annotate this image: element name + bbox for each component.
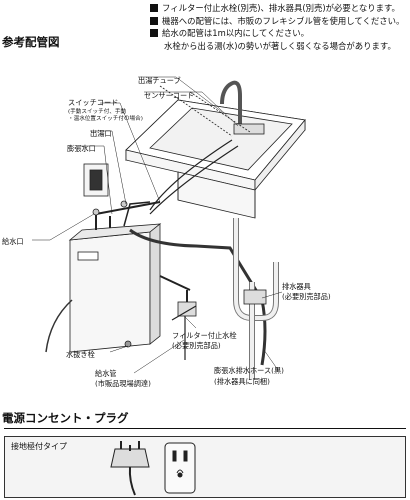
label-hot-outlet: 出湯口 bbox=[90, 129, 112, 138]
section-divider bbox=[4, 428, 406, 429]
label-supply-pipe: 給水管 bbox=[95, 369, 117, 378]
label-outlet-tube: 出湯チューブ bbox=[138, 76, 181, 85]
drain-trap bbox=[233, 218, 279, 380]
sink-illustration bbox=[125, 99, 306, 219]
wall-switch-box bbox=[83, 163, 109, 197]
label-water-inlet: 給水口 bbox=[2, 237, 24, 246]
label-overflow-hose: 膨張水排水ホース(黒) bbox=[214, 366, 284, 375]
label-switch-cord: スイッチコード bbox=[68, 98, 118, 107]
bullet-square-icon bbox=[150, 4, 158, 12]
power-illustration bbox=[110, 441, 196, 496]
leader-lines bbox=[32, 76, 283, 374]
filter-valve bbox=[171, 290, 197, 360]
label-drain-fitting-note: (必要別売部品) bbox=[282, 292, 331, 301]
label-filter-valve: フィルター付止水栓 bbox=[172, 331, 237, 340]
label-switch-cord-note2: ・温水位置スイッチ付の場合) bbox=[68, 114, 143, 122]
power-panel: 接地極付タイプ bbox=[4, 436, 406, 498]
note-item: 機器への配管には、市販のフレキシブル管を使用してください。 bbox=[150, 15, 408, 28]
outlet-icon bbox=[164, 442, 196, 494]
section-title-power: 電源コンセント・プラグ bbox=[2, 411, 129, 425]
faucet-illustration bbox=[220, 80, 265, 135]
note-item: 水栓から出る湯(水)の勢いが著しく弱くなる場合があります。 bbox=[164, 40, 396, 51]
label-drain-plug: 水抜き栓 bbox=[66, 350, 95, 359]
heater-cord bbox=[45, 299, 73, 353]
label-overflow-hose-note: (排水器具に同梱) bbox=[214, 377, 270, 386]
bullet-square-icon bbox=[150, 16, 158, 25]
note-item: フィルター付止水栓(別売)、排水器具(別売)が必要となります。 bbox=[150, 2, 408, 15]
label-supply-pipe-note: (市販品現場調達) bbox=[95, 379, 151, 388]
notes-block: フィルター付止水栓(別売)、排水器具(別売)が必要となります。 機器への配管には… bbox=[150, 2, 408, 52]
label-drain-fitting: 排水器具 bbox=[282, 282, 311, 291]
label-switch-cord-note1: (手動スイッチ付、手動 bbox=[68, 107, 127, 115]
label-filter-valve-note: (必要別売部品) bbox=[172, 341, 221, 350]
label-sensor-cord: センサーコード bbox=[144, 91, 194, 100]
piping-diagram: 出湯チューブ センサーコード スイッチコード (手動スイッチ付、手動 ・温水位置… bbox=[2, 76, 331, 388]
section-title-piping: 参考配管図 bbox=[2, 35, 60, 49]
plug-icon bbox=[110, 441, 150, 496]
water-heater-unit bbox=[68, 223, 162, 353]
grounded-type-label: 接地極付タイプ bbox=[11, 442, 67, 451]
note-item: 給水の配管は1m以内にしてください。 bbox=[150, 27, 408, 40]
label-overflow-outlet: 膨張水口 bbox=[67, 144, 96, 153]
bullet-square-icon bbox=[150, 29, 158, 38]
